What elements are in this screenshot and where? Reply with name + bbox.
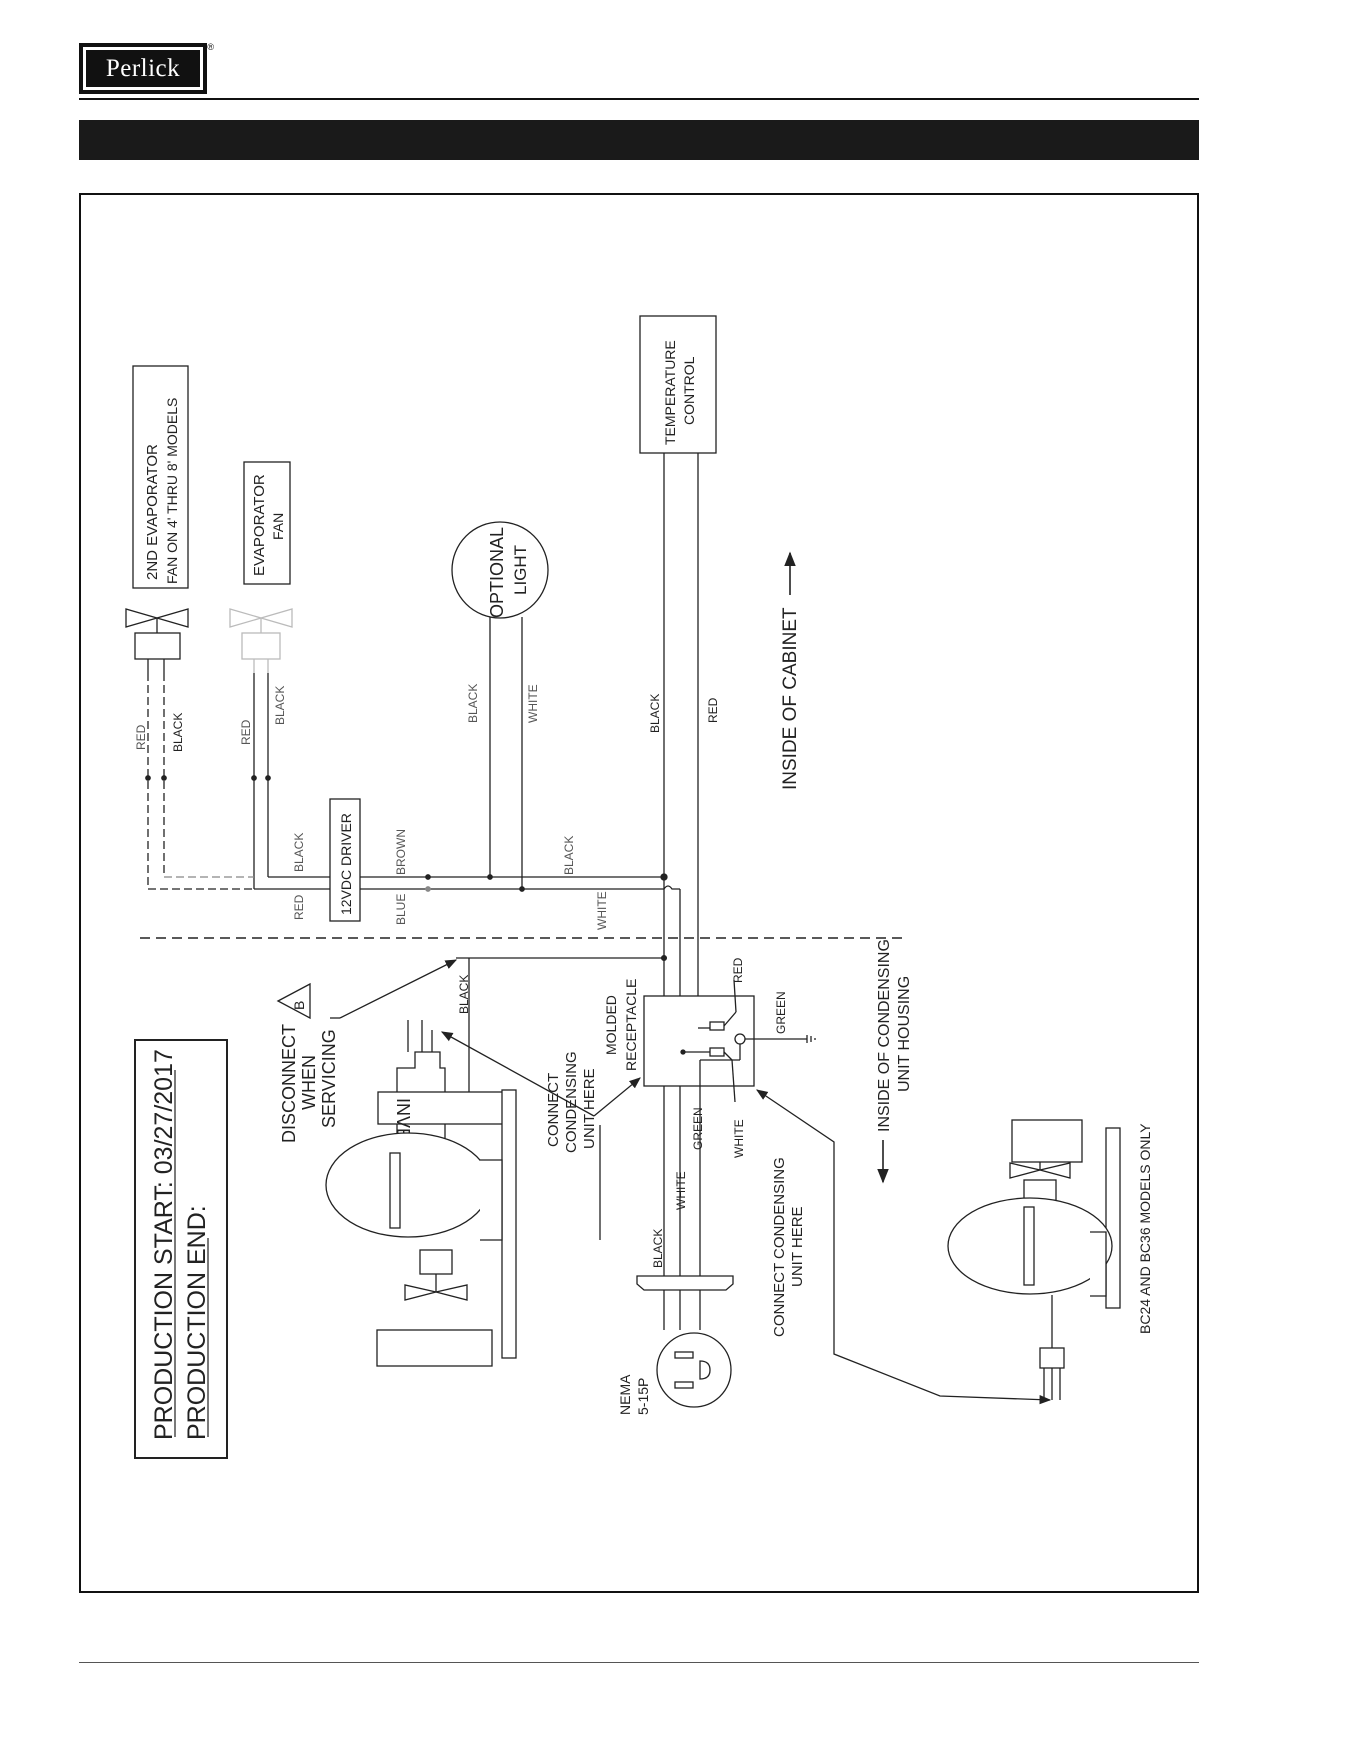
svg-text:RED: RED	[706, 697, 720, 723]
section-title-bar	[79, 120, 1199, 160]
diagram-frame	[79, 193, 1199, 1593]
svg-text:RED: RED	[292, 894, 306, 920]
second-fan-icon	[125, 608, 189, 673]
svg-text:CONTROL: CONTROL	[681, 356, 697, 425]
svg-text:LIGHT: LIGHT	[511, 545, 530, 595]
svg-text:RED: RED	[134, 724, 148, 750]
registered-mark: ®	[207, 42, 214, 52]
svg-text:BLACK: BLACK	[562, 836, 576, 875]
svg-text:12VDC DRIVER: 12VDC DRIVER	[338, 813, 354, 915]
production-box: PRODUCTION START: 03/27/2017 PRODUCTION …	[134, 1039, 228, 1459]
second-evaporator-label: 2ND EVAPORATOR FAN ON 4' THRU 8' MODELS	[132, 365, 189, 589]
svg-text:WHITE: WHITE	[595, 891, 609, 930]
svg-text:CONDENSING: CONDENSING	[563, 1051, 580, 1153]
svg-text:EVAPORATOR: EVAPORATOR	[251, 474, 268, 576]
svg-text:CONNECT CONDENSING: CONNECT CONDENSING	[771, 1157, 788, 1337]
svg-text:INSIDE OF CABINET: INSIDE OF CABINET	[780, 607, 801, 790]
svg-text:UNIT HERE: UNIT HERE	[581, 1068, 598, 1149]
connect-condensing-note-2: CONNECT CONDENSING UNIT HERE	[756, 1089, 1052, 1405]
svg-text:2ND EVAPORATOR: 2ND EVAPORATOR	[144, 444, 161, 580]
svg-text:BLACK: BLACK	[648, 694, 662, 733]
svg-text:WHITE: WHITE	[526, 684, 540, 723]
svg-text:BROWN: BROWN	[394, 829, 408, 875]
footer-rule	[79, 1662, 1199, 1663]
inside-condensing-note: INSIDE OF CONDENSING UNIT HOUSING	[876, 939, 913, 1184]
svg-text:CONNECT: CONNECT	[545, 1073, 562, 1147]
perlick-logo: Perlick ®	[79, 42, 214, 94]
svg-text:MOLDED: MOLDED	[603, 995, 619, 1055]
svg-text:DISCONNECT: DISCONNECT	[279, 1024, 299, 1143]
production-end-text: PRODUCTION END:	[183, 1205, 211, 1440]
svg-text:UNIT HOUSING: UNIT HOUSING	[896, 976, 913, 1092]
svg-text:BLACK: BLACK	[466, 684, 480, 723]
svg-text:FAN: FAN	[270, 513, 286, 540]
svg-text:OPTIONAL: OPTIONAL	[487, 527, 507, 618]
connect-condensing-note: CONNECT CONDENSING UNIT HERE	[440, 1031, 641, 1240]
svg-text:WHEN: WHEN	[299, 1055, 319, 1110]
warning-symbol: B	[291, 1001, 307, 1010]
svg-text:INSIDE OF CONDENSING: INSIDE OF CONDENSING	[876, 939, 893, 1132]
logo-text: Perlick	[86, 50, 200, 87]
svg-text:BLACK: BLACK	[651, 1229, 665, 1268]
svg-text:TEMPERATURE: TEMPERATURE	[662, 340, 678, 445]
svg-text:RED: RED	[239, 719, 253, 745]
production-start-text: PRODUCTION START: 03/27/2017	[150, 1049, 178, 1440]
svg-text:WHITE: WHITE	[732, 1119, 746, 1158]
svg-text:FAN ON 4' THRU 8' MODELS: FAN ON 4' THRU 8' MODELS	[164, 398, 180, 584]
svg-text:BLACK: BLACK	[273, 686, 287, 725]
svg-text:RED: RED	[731, 957, 745, 983]
molded-receptacle: MOLDED RECEPTACLE	[603, 979, 816, 1330]
svg-text:BC24 AND BC36 MODELS ONLY: BC24 AND BC36 MODELS ONLY	[1137, 1123, 1153, 1334]
optional-light: OPTIONAL LIGHT	[451, 521, 549, 619]
svg-text:SERVICING: SERVICING	[319, 1029, 339, 1128]
fan-wires	[145, 673, 271, 889]
temperature-control: TEMPERATURE CONTROL	[639, 315, 717, 454]
svg-text:NEMA: NEMA	[617, 1374, 633, 1415]
inside-cabinet-note: INSIDE OF CABINET	[780, 551, 801, 790]
header-rule	[79, 98, 1199, 100]
condensing-unit-right: BC24 AND BC36 MODELS ONLY	[947, 1119, 1153, 1400]
svg-text:GREEN: GREEN	[691, 1107, 705, 1150]
svg-text:BLACK: BLACK	[171, 713, 185, 752]
driver-box: 12VDC DRIVER	[329, 798, 361, 922]
svg-text:UNIT HERE: UNIT HERE	[789, 1206, 806, 1287]
svg-text:WHITE: WHITE	[674, 1171, 688, 1210]
disconnect-note: DISCONNECT WHEN SERVICING B	[276, 954, 668, 1143]
svg-text:5-15P: 5-15P	[635, 1378, 651, 1415]
svg-text:RECEPTACLE: RECEPTACLE	[623, 979, 639, 1071]
nema-plug: NEMA 5-15P	[617, 1275, 734, 1415]
evaporator-fan-icon	[229, 608, 293, 673]
svg-text:BLACK: BLACK	[457, 975, 471, 1014]
svg-text:BLACK: BLACK	[292, 833, 306, 872]
svg-text:GREEN: GREEN	[774, 991, 788, 1034]
evaporator-fan-label: EVAPORATOR FAN	[243, 461, 291, 585]
condensing-unit-left: INVERTER	[325, 958, 517, 1367]
svg-text:BLUE: BLUE	[394, 894, 408, 925]
